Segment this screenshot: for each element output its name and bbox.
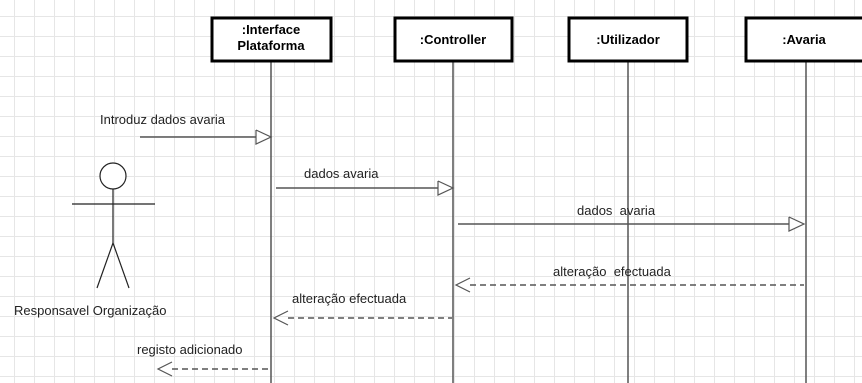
participant-controller: :Controller — [393, 16, 514, 63]
arrowhead-open-v — [272, 310, 289, 326]
message-label: registo adicionado — [137, 342, 243, 357]
participant-interface-line1: :Interface — [242, 22, 301, 37]
return-registo-adicionado: registo adicionado — [137, 342, 270, 377]
message-label: dados avaria — [304, 166, 379, 181]
message-label: Introduz dados avaria — [100, 112, 226, 127]
participant-utilizador: :Utilizador — [567, 16, 689, 63]
return-alteracao-efectuada-1: alteração efectuada — [454, 264, 804, 293]
participant-avaria-label: :Avaria — [782, 32, 826, 47]
message-label: dados avaria — [577, 203, 656, 218]
actor-figure — [72, 162, 155, 289]
arrowhead-open-triangle — [788, 216, 806, 232]
participant-interface: :Interface Plataforma — [210, 16, 333, 63]
participant-interface-line2: Plataforma — [237, 38, 305, 53]
message-dados-avaria-2: dados avaria — [458, 203, 806, 232]
message-label: alteração efectuada — [553, 264, 672, 279]
return-alteracao-efectuada-2: alteração efectuada — [272, 291, 452, 326]
message-label: alteração efectuada — [292, 291, 407, 306]
actor-head — [99, 162, 127, 190]
arrowhead-open-triangle — [437, 180, 455, 196]
message-dados-avaria-1: dados avaria — [276, 166, 455, 196]
arrowhead-open-triangle — [255, 129, 273, 145]
actor-name: Responsavel Organização — [14, 303, 166, 318]
arrowhead-open-v — [454, 277, 471, 293]
arrowhead-open-v — [156, 361, 173, 377]
message-introduz-dados-avaria: Introduz dados avaria — [100, 112, 273, 145]
participant-avaria: :Avaria — [744, 16, 862, 63]
participant-utilizador-label: :Utilizador — [596, 32, 660, 47]
participant-controller-label: :Controller — [420, 32, 486, 47]
